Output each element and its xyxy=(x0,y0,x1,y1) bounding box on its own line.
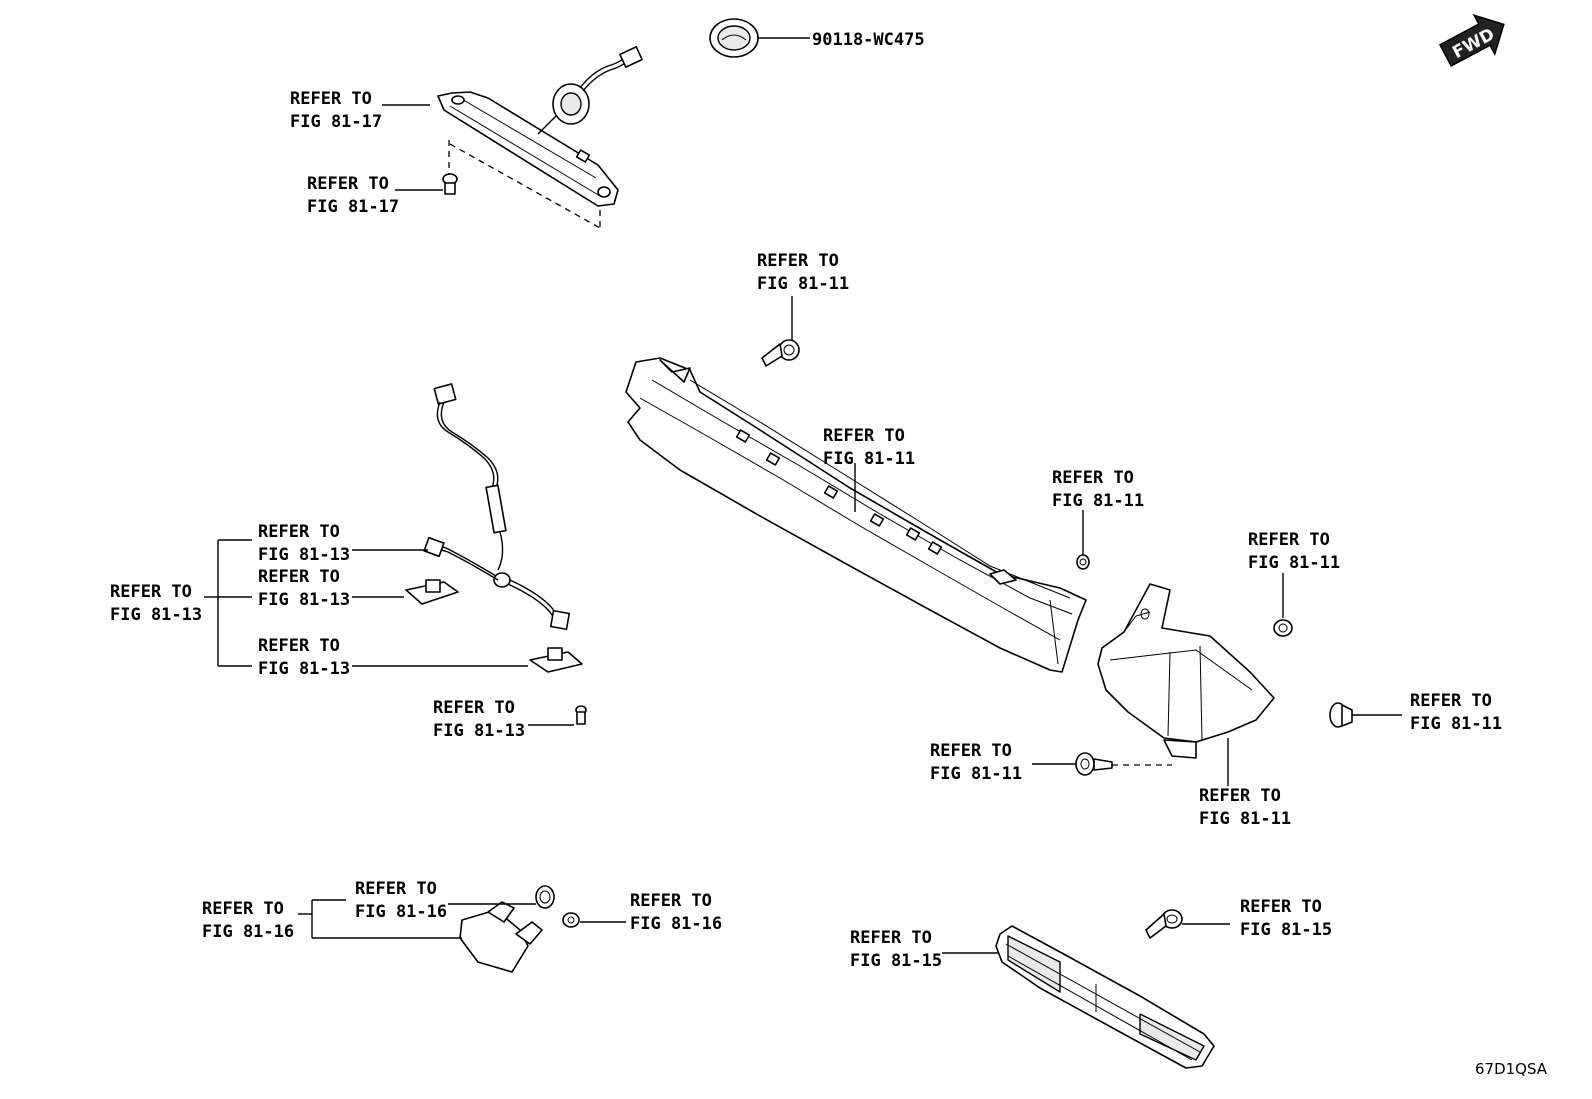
svg-text:FIG 81-11: FIG 81-11 xyxy=(930,764,1022,784)
callout-label: REFER TO FIG 81-11 xyxy=(757,251,849,294)
license-lamp-body[interactable] xyxy=(405,579,459,605)
callout-label: REFER TO FIG 81-17 xyxy=(290,89,382,132)
back-door-garnish[interactable] xyxy=(625,357,1087,673)
callout-label: REFER TO FIG 81-17 xyxy=(307,174,399,217)
nut-part[interactable] xyxy=(1076,554,1090,570)
screw-part[interactable] xyxy=(575,705,587,725)
svg-text:FIG 81-17: FIG 81-17 xyxy=(307,197,399,217)
svg-text:FIG 81-11: FIG 81-11 xyxy=(757,274,849,294)
callout-label: REFER TO FIG 81-11 xyxy=(1410,691,1502,734)
svg-text:REFER TO: REFER TO xyxy=(930,741,1012,761)
callout-label: REFER TO FIG 81-11 xyxy=(1248,530,1340,573)
callout-label: REFER TO FIG 81-13 xyxy=(258,567,350,610)
callout-label: REFER TO FIG 81-13 xyxy=(433,698,525,741)
callout-label: REFER TO FIG 81-11 xyxy=(823,426,915,469)
callout-label: REFER TO FIG 81-16 xyxy=(630,891,722,934)
svg-text:REFER TO: REFER TO xyxy=(823,426,905,446)
svg-text:REFER TO: REFER TO xyxy=(355,879,437,899)
diagram-code: 67D1QSA xyxy=(1475,1060,1548,1078)
svg-text:REFER TO: REFER TO xyxy=(202,899,284,919)
callout-label: REFER TO FIG 81-16 xyxy=(202,899,294,942)
callout-label: REFER TO FIG 81-13 xyxy=(258,522,350,565)
screw-part[interactable] xyxy=(1075,752,1113,776)
callout-label: REFER TO FIG 81-11 xyxy=(1199,786,1291,829)
svg-text:REFER TO: REFER TO xyxy=(258,636,340,656)
screw-part[interactable] xyxy=(761,339,800,367)
svg-text:REFER TO: REFER TO xyxy=(1052,468,1134,488)
svg-text:FIG 81-17: FIG 81-17 xyxy=(290,112,382,132)
rear-combination-lamp[interactable] xyxy=(1097,583,1275,759)
callout-label: REFER TO FIG 81-15 xyxy=(850,928,942,971)
callout-label: REFER TO FIG 81-13 xyxy=(258,636,350,679)
nut-part[interactable] xyxy=(562,912,580,928)
svg-text:FIG 81-13: FIG 81-13 xyxy=(258,590,350,610)
svg-text:REFER TO: REFER TO xyxy=(433,698,515,718)
svg-text:FIG 81-13: FIG 81-13 xyxy=(258,659,350,679)
svg-text:FIG 81-11: FIG 81-11 xyxy=(1410,714,1502,734)
svg-text:REFER TO: REFER TO xyxy=(110,582,192,602)
clip-part[interactable] xyxy=(1329,702,1353,728)
screw-part[interactable] xyxy=(1145,909,1183,939)
svg-text:REFER TO: REFER TO xyxy=(1248,530,1330,550)
svg-text:FIG 81-16: FIG 81-16 xyxy=(202,922,294,942)
svg-text:REFER TO: REFER TO xyxy=(1199,786,1281,806)
svg-text:REFER TO: REFER TO xyxy=(290,89,372,109)
side-lamp[interactable] xyxy=(459,885,555,973)
svg-text:REFER TO: REFER TO xyxy=(630,891,712,911)
svg-text:REFER TO: REFER TO xyxy=(1240,897,1322,917)
svg-text:REFER TO: REFER TO xyxy=(850,928,932,948)
svg-text:REFER TO: REFER TO xyxy=(1410,691,1492,711)
grommet-part[interactable] xyxy=(709,18,759,58)
svg-text:FIG 81-11: FIG 81-11 xyxy=(1052,491,1144,511)
svg-text:REFER TO: REFER TO xyxy=(757,251,839,271)
svg-text:FIG 81-13: FIG 81-13 xyxy=(110,605,202,625)
callout-label: REFER TO FIG 81-16 xyxy=(355,879,447,922)
svg-text:FIG 81-13: FIG 81-13 xyxy=(433,721,525,741)
svg-text:FIG 81-16: FIG 81-16 xyxy=(630,914,722,934)
svg-text:FIG 81-15: FIG 81-15 xyxy=(850,951,942,971)
svg-text:REFER TO: REFER TO xyxy=(258,522,340,542)
license-lamp-harness[interactable] xyxy=(423,383,571,631)
svg-text:REFER TO: REFER TO xyxy=(258,567,340,587)
license-lamp-body[interactable] xyxy=(529,647,583,673)
callout-label: REFER TO FIG 81-15 xyxy=(1240,897,1332,940)
fwd-arrow-icon: FWD xyxy=(1438,14,1505,67)
callout-label: REFER TO FIG 81-11 xyxy=(930,741,1022,784)
nut-part[interactable] xyxy=(1273,619,1293,637)
part-number-label: 90118-WC475 xyxy=(812,30,925,50)
svg-text:FIG 81-11: FIG 81-11 xyxy=(1248,553,1340,573)
screw-part[interactable] xyxy=(442,173,458,195)
svg-text:FIG 81-11: FIG 81-11 xyxy=(823,449,915,469)
svg-text:FIG 81-13: FIG 81-13 xyxy=(258,545,350,565)
callout-label: REFER TO FIG 81-13 xyxy=(110,582,202,625)
high-mount-stop-lamp[interactable] xyxy=(437,46,643,207)
svg-text:FIG 81-15: FIG 81-15 xyxy=(1240,920,1332,940)
svg-text:FIG 81-16: FIG 81-16 xyxy=(355,902,447,922)
rear-reflector[interactable] xyxy=(995,925,1215,1069)
callout-label: REFER TO FIG 81-11 xyxy=(1052,468,1144,511)
svg-text:REFER TO: REFER TO xyxy=(307,174,389,194)
svg-text:FIG 81-11: FIG 81-11 xyxy=(1199,809,1291,829)
